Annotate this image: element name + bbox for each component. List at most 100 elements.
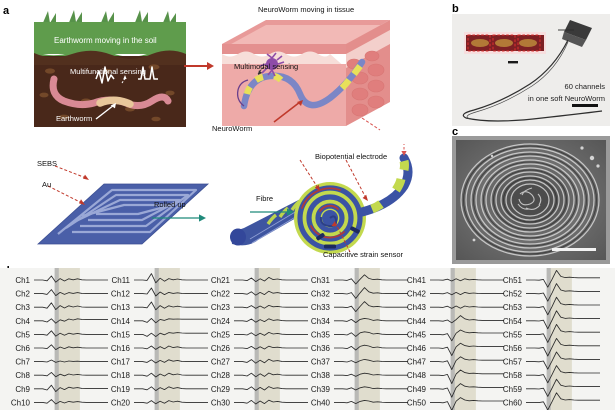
channel-trace (134, 287, 208, 297)
tissue-scene-title: NeuroWorm moving in tissue (258, 5, 355, 14)
channel-trace (234, 304, 308, 309)
fibre-label: Fibre (256, 194, 274, 203)
channel-label: Ch50 (407, 398, 427, 407)
response-window-band (550, 268, 572, 410)
channel-label: Ch46 (407, 344, 427, 353)
biopotential-electrode-label: Biopotential electrode (315, 152, 388, 161)
channel-trace (430, 315, 504, 324)
channel-trace (526, 283, 600, 302)
channel-trace (526, 310, 600, 330)
channel-label: Ch24 (211, 317, 231, 326)
channel-label: Ch38 (311, 371, 331, 380)
panel-b-caption-line2: in one soft NeuroWorm (528, 94, 605, 103)
channel-label: Ch39 (311, 385, 331, 394)
channel-label: Ch35 (311, 330, 331, 339)
channel-label: Ch17 (111, 358, 131, 367)
multimodal-sensing-label: Multimodal sensing (234, 62, 299, 71)
panel-letter-a: a (3, 5, 10, 17)
channel-label: Ch33 (311, 303, 331, 312)
channel-label: Ch54 (503, 317, 523, 326)
channel-trace (334, 372, 408, 377)
channel-label: Ch25 (211, 330, 231, 339)
channel-trace (34, 289, 108, 297)
channel-label: Ch4 (15, 317, 30, 326)
channel-label: Ch58 (503, 371, 523, 380)
panel-b-caption-line1: 60 channels (564, 82, 605, 91)
channel-label: Ch47 (407, 358, 427, 367)
channel-trace (234, 358, 308, 364)
channel-label: Ch45 (407, 330, 427, 339)
channel-trace (234, 345, 308, 350)
soil-scene: Earthworm moving in the soil Multifuncti… (34, 9, 186, 127)
channel-trace (526, 392, 600, 410)
channel-label: Ch34 (311, 317, 331, 326)
channel-trace (334, 358, 408, 364)
channel-label: Ch19 (111, 385, 131, 394)
channel-trace (334, 287, 408, 299)
channel-trace (526, 378, 600, 397)
channel-label: Ch59 (503, 385, 523, 394)
channel-trace (234, 399, 308, 405)
channel-trace (134, 386, 208, 392)
channel-label: Ch12 (111, 290, 131, 299)
channel-label: Ch20 (111, 398, 131, 407)
channel-trace (526, 323, 600, 343)
channel-trace (34, 344, 108, 351)
channel-trace (234, 276, 308, 283)
panel-letter-b: b (452, 3, 459, 15)
channel-label: Ch9 (15, 385, 30, 394)
channel-label: Ch37 (311, 358, 331, 367)
channel-label: Ch8 (15, 371, 30, 380)
channel-trace (526, 337, 600, 357)
channel-label: Ch31 (311, 276, 331, 285)
channel-label: Ch36 (311, 344, 331, 353)
channel-trace (334, 344, 408, 351)
panel-letter-c: c (452, 126, 459, 138)
channel-label: Ch27 (211, 358, 231, 367)
channel-label: Ch5 (15, 330, 30, 339)
channel-label: Ch11 (111, 276, 130, 285)
channel-label: Ch2 (15, 290, 30, 299)
channel-label: Ch53 (503, 303, 523, 312)
channel-label: Ch1 (15, 276, 30, 285)
channel-trace (134, 359, 208, 364)
channel-trace (526, 269, 600, 288)
channel-trace (430, 305, 504, 309)
channel-label: Ch18 (111, 371, 131, 380)
sem-spiral-cross-section (452, 136, 610, 264)
channel-label: Ch49 (407, 385, 427, 394)
tissue-scene-art (222, 20, 390, 131)
channel-trace (134, 332, 208, 338)
channel-trace (430, 329, 504, 342)
stimulus-artifact-band (54, 268, 59, 410)
channel-label: Ch6 (15, 344, 30, 353)
channel-label: Ch22 (211, 290, 231, 299)
channel-trace (334, 274, 408, 285)
rolled-up-label: Rolled up (154, 200, 186, 209)
transition-arrow-soil-to-tissue (184, 62, 214, 70)
fabrication-row: SEBS Au Rolled up Fibre Biopotential ele… (0, 140, 440, 262)
channel-label: Ch55 (503, 330, 523, 339)
channel-trace (430, 369, 504, 385)
channel-label: Ch28 (211, 371, 231, 380)
channel-label: Ch41 (407, 276, 427, 285)
channel-label: Ch40 (311, 398, 331, 407)
channel-trace (34, 359, 108, 363)
channel-trace (430, 383, 504, 398)
channel-trace (334, 399, 408, 405)
channel-trace (234, 331, 308, 337)
channel-trace (430, 397, 504, 410)
stimulus-artifact-band (254, 268, 259, 410)
channel-trace (134, 345, 208, 350)
channel-trace (526, 365, 600, 384)
channel-trace (34, 371, 108, 378)
channel-trace (430, 291, 504, 296)
channel-trace (34, 330, 108, 337)
